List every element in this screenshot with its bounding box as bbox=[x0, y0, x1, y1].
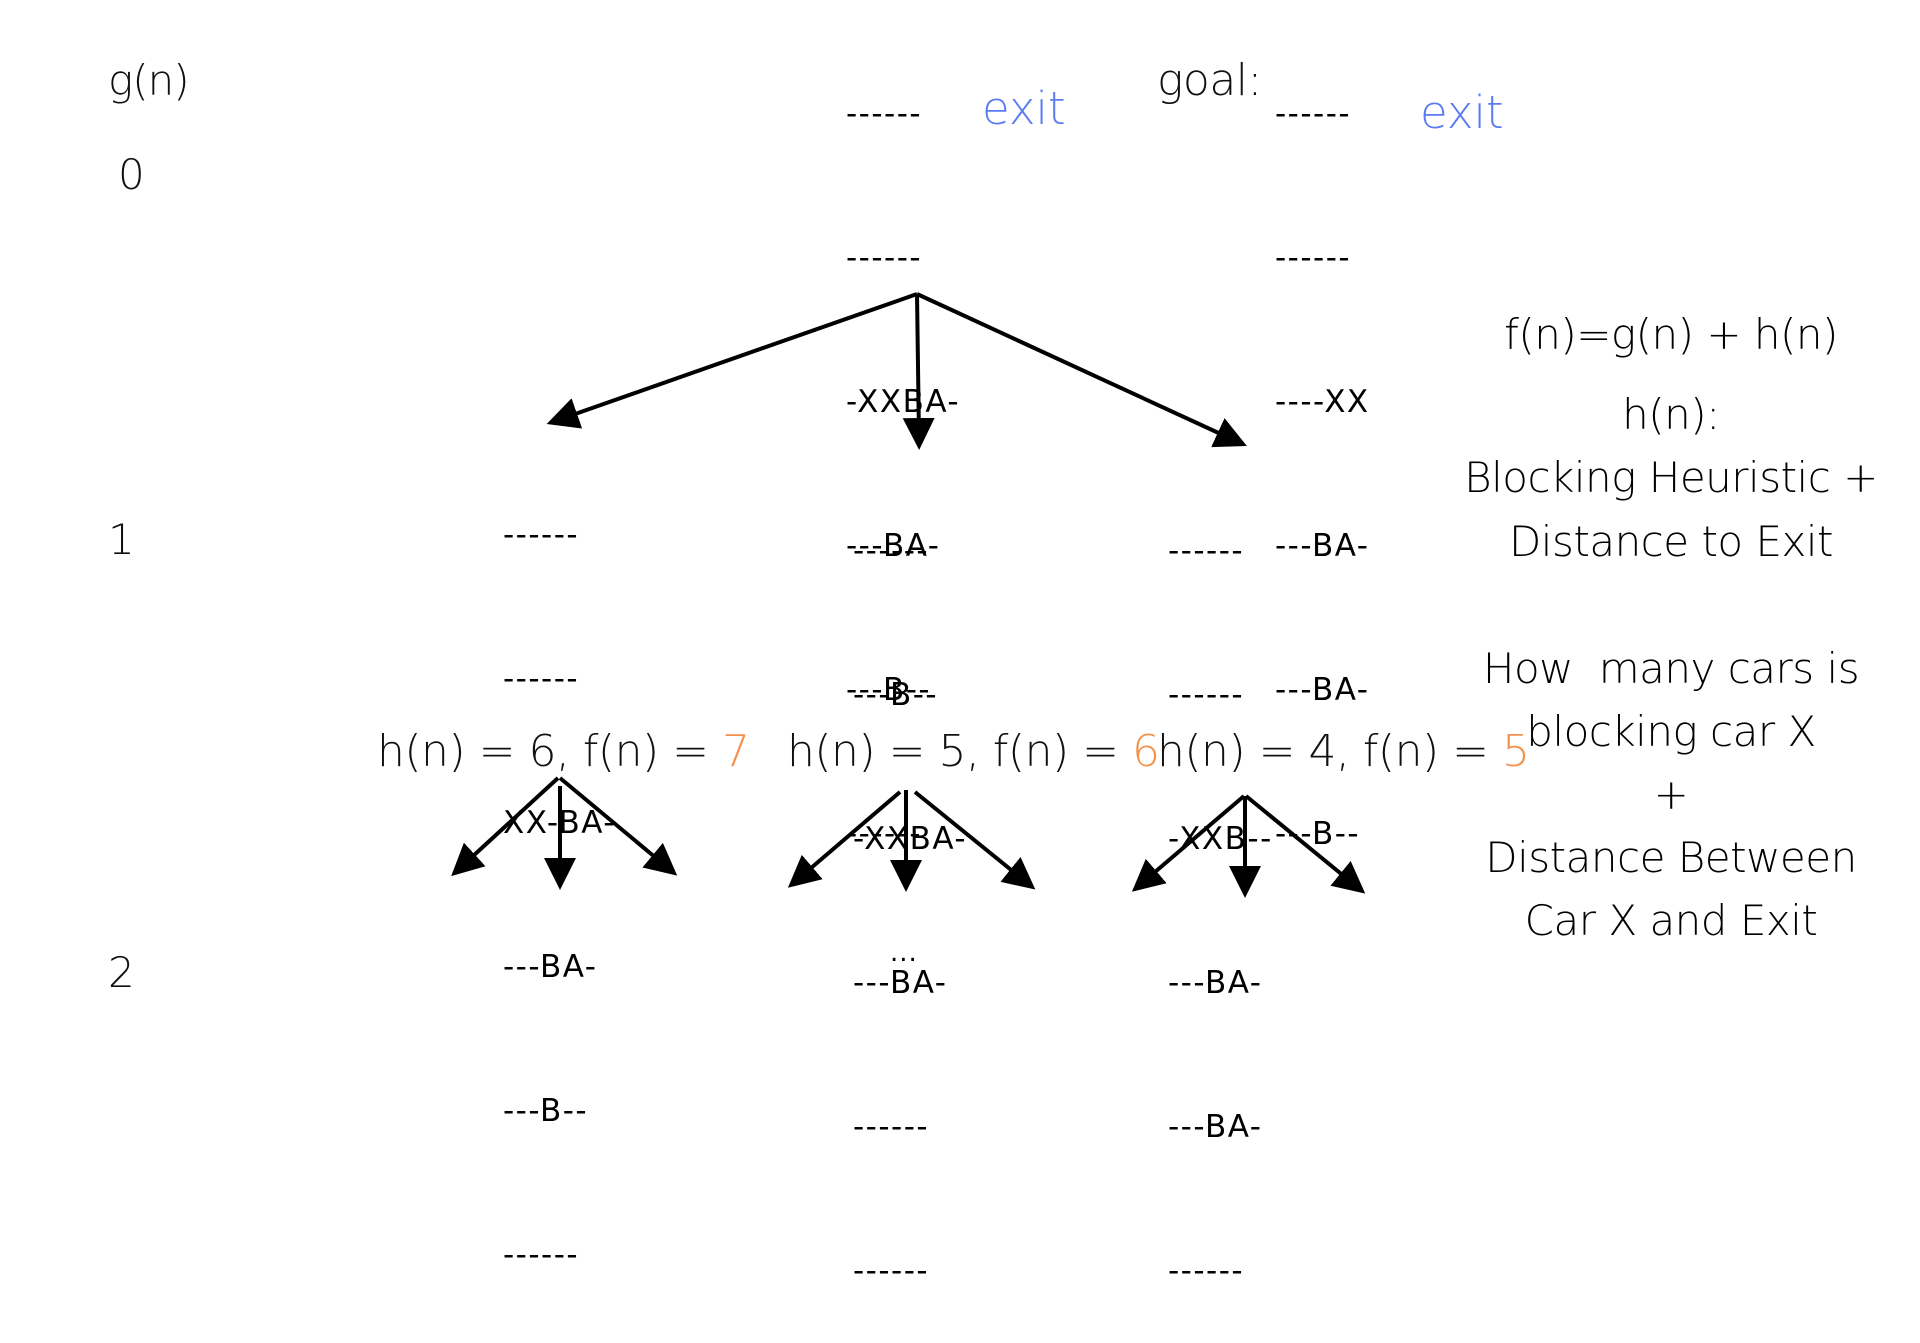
board-row: ------ bbox=[853, 1253, 930, 1289]
edge-root-child-3 bbox=[916, 292, 1247, 448]
level-2-label: 2 bbox=[108, 948, 135, 997]
board-row: ---BA- bbox=[1275, 672, 1370, 708]
goal-exit-label: exit bbox=[1420, 86, 1504, 139]
board-row: ---BA- bbox=[1168, 965, 1263, 1001]
tree-edges bbox=[451, 292, 1366, 898]
board-row: ------ bbox=[1168, 1253, 1245, 1289]
board-row: ------ bbox=[503, 1237, 580, 1273]
edge-child1-left bbox=[451, 776, 560, 877]
detail-line-4: Distance Between bbox=[1485, 833, 1857, 882]
detail-line-5: Car X and Exit bbox=[1524, 896, 1818, 945]
board-row: ------ bbox=[1168, 677, 1245, 713]
detail-line-1: How many cars is bbox=[1482, 644, 1860, 693]
edge-child3-right bbox=[1244, 794, 1366, 894]
child-2-f-value: 6 bbox=[1131, 726, 1160, 777]
child-3-f-value: 5 bbox=[1501, 726, 1530, 777]
child-board-1: ------ ------ XX-BA- ---BA- ---B-- -----… bbox=[503, 415, 616, 1327]
board-row: ---BA- bbox=[503, 949, 598, 985]
edge-root-child-1 bbox=[546, 292, 918, 429]
child-board-3: ------ ------ -XXB-- ---BA- ---BA- -----… bbox=[1168, 431, 1273, 1343]
board-row: XX-BA- bbox=[503, 805, 616, 841]
h-description-1: Blocking Heuristic + bbox=[1464, 453, 1878, 502]
detail-line-2: blocking car X bbox=[1526, 707, 1816, 756]
board-row: ---BA- bbox=[1275, 528, 1370, 564]
edge-child2-left bbox=[787, 790, 902, 888]
board-row: ---BA- bbox=[1168, 1109, 1263, 1145]
board-row: ---B-- bbox=[853, 677, 939, 713]
h-description-2: Distance to Exit bbox=[1508, 517, 1834, 566]
child-board-2: ------ ---B-- -XXBA- ---BA- ------ -----… bbox=[853, 431, 967, 1343]
root-exit-label: exit bbox=[982, 82, 1066, 135]
goal-label: goal: bbox=[1157, 55, 1262, 106]
goal-board: ------ ------ ----XX ---BA- ---BA- ---B-… bbox=[1275, 0, 1370, 906]
child-2-h-text: h(n) = 5, f(n) = bbox=[787, 726, 1132, 777]
edge-child3-left bbox=[1131, 794, 1246, 892]
board-row: ------ bbox=[846, 96, 923, 132]
board-row: ------ bbox=[1168, 533, 1245, 569]
child-1-h-text: h(n) = 6, f(n) = bbox=[377, 726, 722, 777]
board-row: ---BA- bbox=[846, 528, 941, 564]
board-row: -XXB-- bbox=[1168, 821, 1273, 857]
board-row: ---BA- bbox=[853, 965, 948, 1001]
root-board: ------ ------ -XXBA- ---BA- ---B-- -----… bbox=[846, 0, 960, 906]
board-row: ---B-- bbox=[1275, 816, 1361, 852]
gn-header: g(n) bbox=[108, 56, 190, 105]
board-row: ------ bbox=[853, 1109, 930, 1145]
child-1-score: h(n) = 6, f(n) = 7 bbox=[377, 726, 750, 777]
detail-plus: + bbox=[1653, 770, 1689, 819]
board-row: ------ bbox=[503, 517, 580, 553]
board-row: -XXBA- bbox=[846, 384, 961, 420]
edge-child2-right bbox=[913, 790, 1036, 890]
board-row: ------ bbox=[1275, 96, 1352, 132]
child-2-score: h(n) = 5, f(n) = 6 bbox=[787, 726, 1160, 777]
board-row: ------ bbox=[846, 816, 923, 852]
f-formula: f(n)=g(n) + h(n) bbox=[1504, 310, 1838, 359]
child-3-score: h(n) = 4, f(n) = 5 bbox=[1157, 726, 1530, 777]
level-1-label: 1 bbox=[108, 515, 135, 564]
level-0-label: 0 bbox=[118, 150, 145, 199]
edge-child1-right bbox=[558, 776, 678, 876]
child-3-h-text: h(n) = 4, f(n) = bbox=[1157, 726, 1502, 777]
board-row: ------ bbox=[846, 240, 923, 276]
board-row: ---B-- bbox=[503, 1093, 589, 1129]
board-row: ---B-- bbox=[846, 672, 932, 708]
h-title: h(n): bbox=[1622, 390, 1720, 439]
board-row: ------ bbox=[1275, 240, 1352, 276]
edge-root-child-2 bbox=[902, 293, 935, 450]
more-nodes-ellipsis: ... bbox=[890, 938, 918, 968]
board-row: -XXBA- bbox=[853, 821, 968, 857]
board-row: ----XX bbox=[1275, 384, 1370, 420]
board-row: ------ bbox=[853, 533, 930, 569]
child-1-f-value: 7 bbox=[721, 726, 750, 777]
board-row: ------ bbox=[503, 661, 580, 697]
